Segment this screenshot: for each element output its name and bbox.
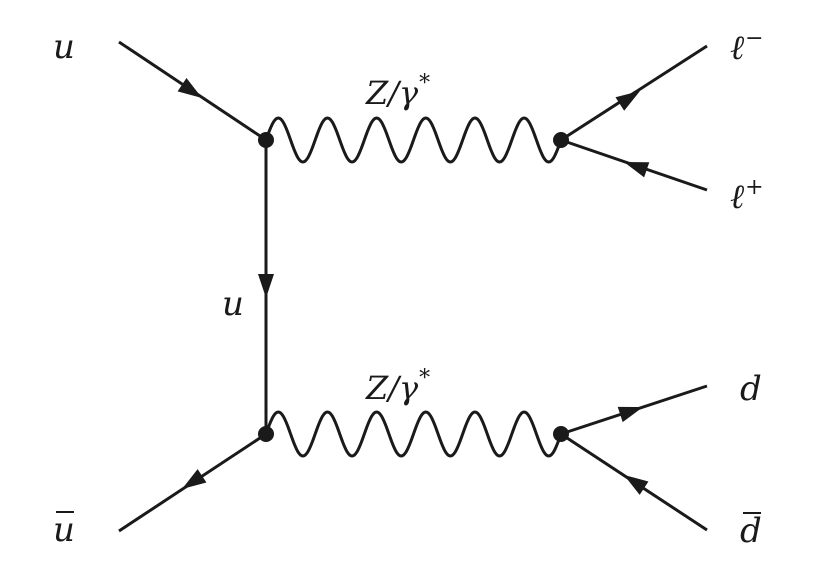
- quark-d-arrow: [617, 406, 643, 423]
- incoming-antiquark-arrow: [182, 469, 207, 489]
- vertex-lower-right: [553, 426, 569, 442]
- lower-boson-wavy-line: [264, 410, 563, 458]
- incoming-quark-arrow: [177, 78, 202, 98]
- lepton-plus-arrow: [624, 162, 650, 178]
- label-incoming-quark: u: [53, 27, 75, 67]
- vertex-upper-left: [258, 132, 274, 148]
- label-incoming-antiquark: u: [53, 510, 75, 550]
- label-propagator-quark: u: [222, 284, 244, 324]
- vertex-upper-right: [553, 132, 569, 148]
- label-lepton-minus: ℓ−: [730, 26, 764, 68]
- upper-boson-wavy-line: [264, 116, 563, 164]
- label-antiquark-d: d: [740, 511, 762, 551]
- label-lower-boson: Z/γ*: [366, 366, 431, 407]
- propagator-quark-arrow: [258, 274, 274, 298]
- lepton-minus-arrow: [615, 91, 640, 111]
- vertex-lower-left: [258, 426, 274, 442]
- label-lepton-plus: ℓ+: [730, 175, 764, 217]
- antiquark-d-arrow: [624, 475, 649, 495]
- label-upper-boson: Z/γ*: [366, 71, 431, 112]
- label-quark-d: d: [740, 369, 762, 409]
